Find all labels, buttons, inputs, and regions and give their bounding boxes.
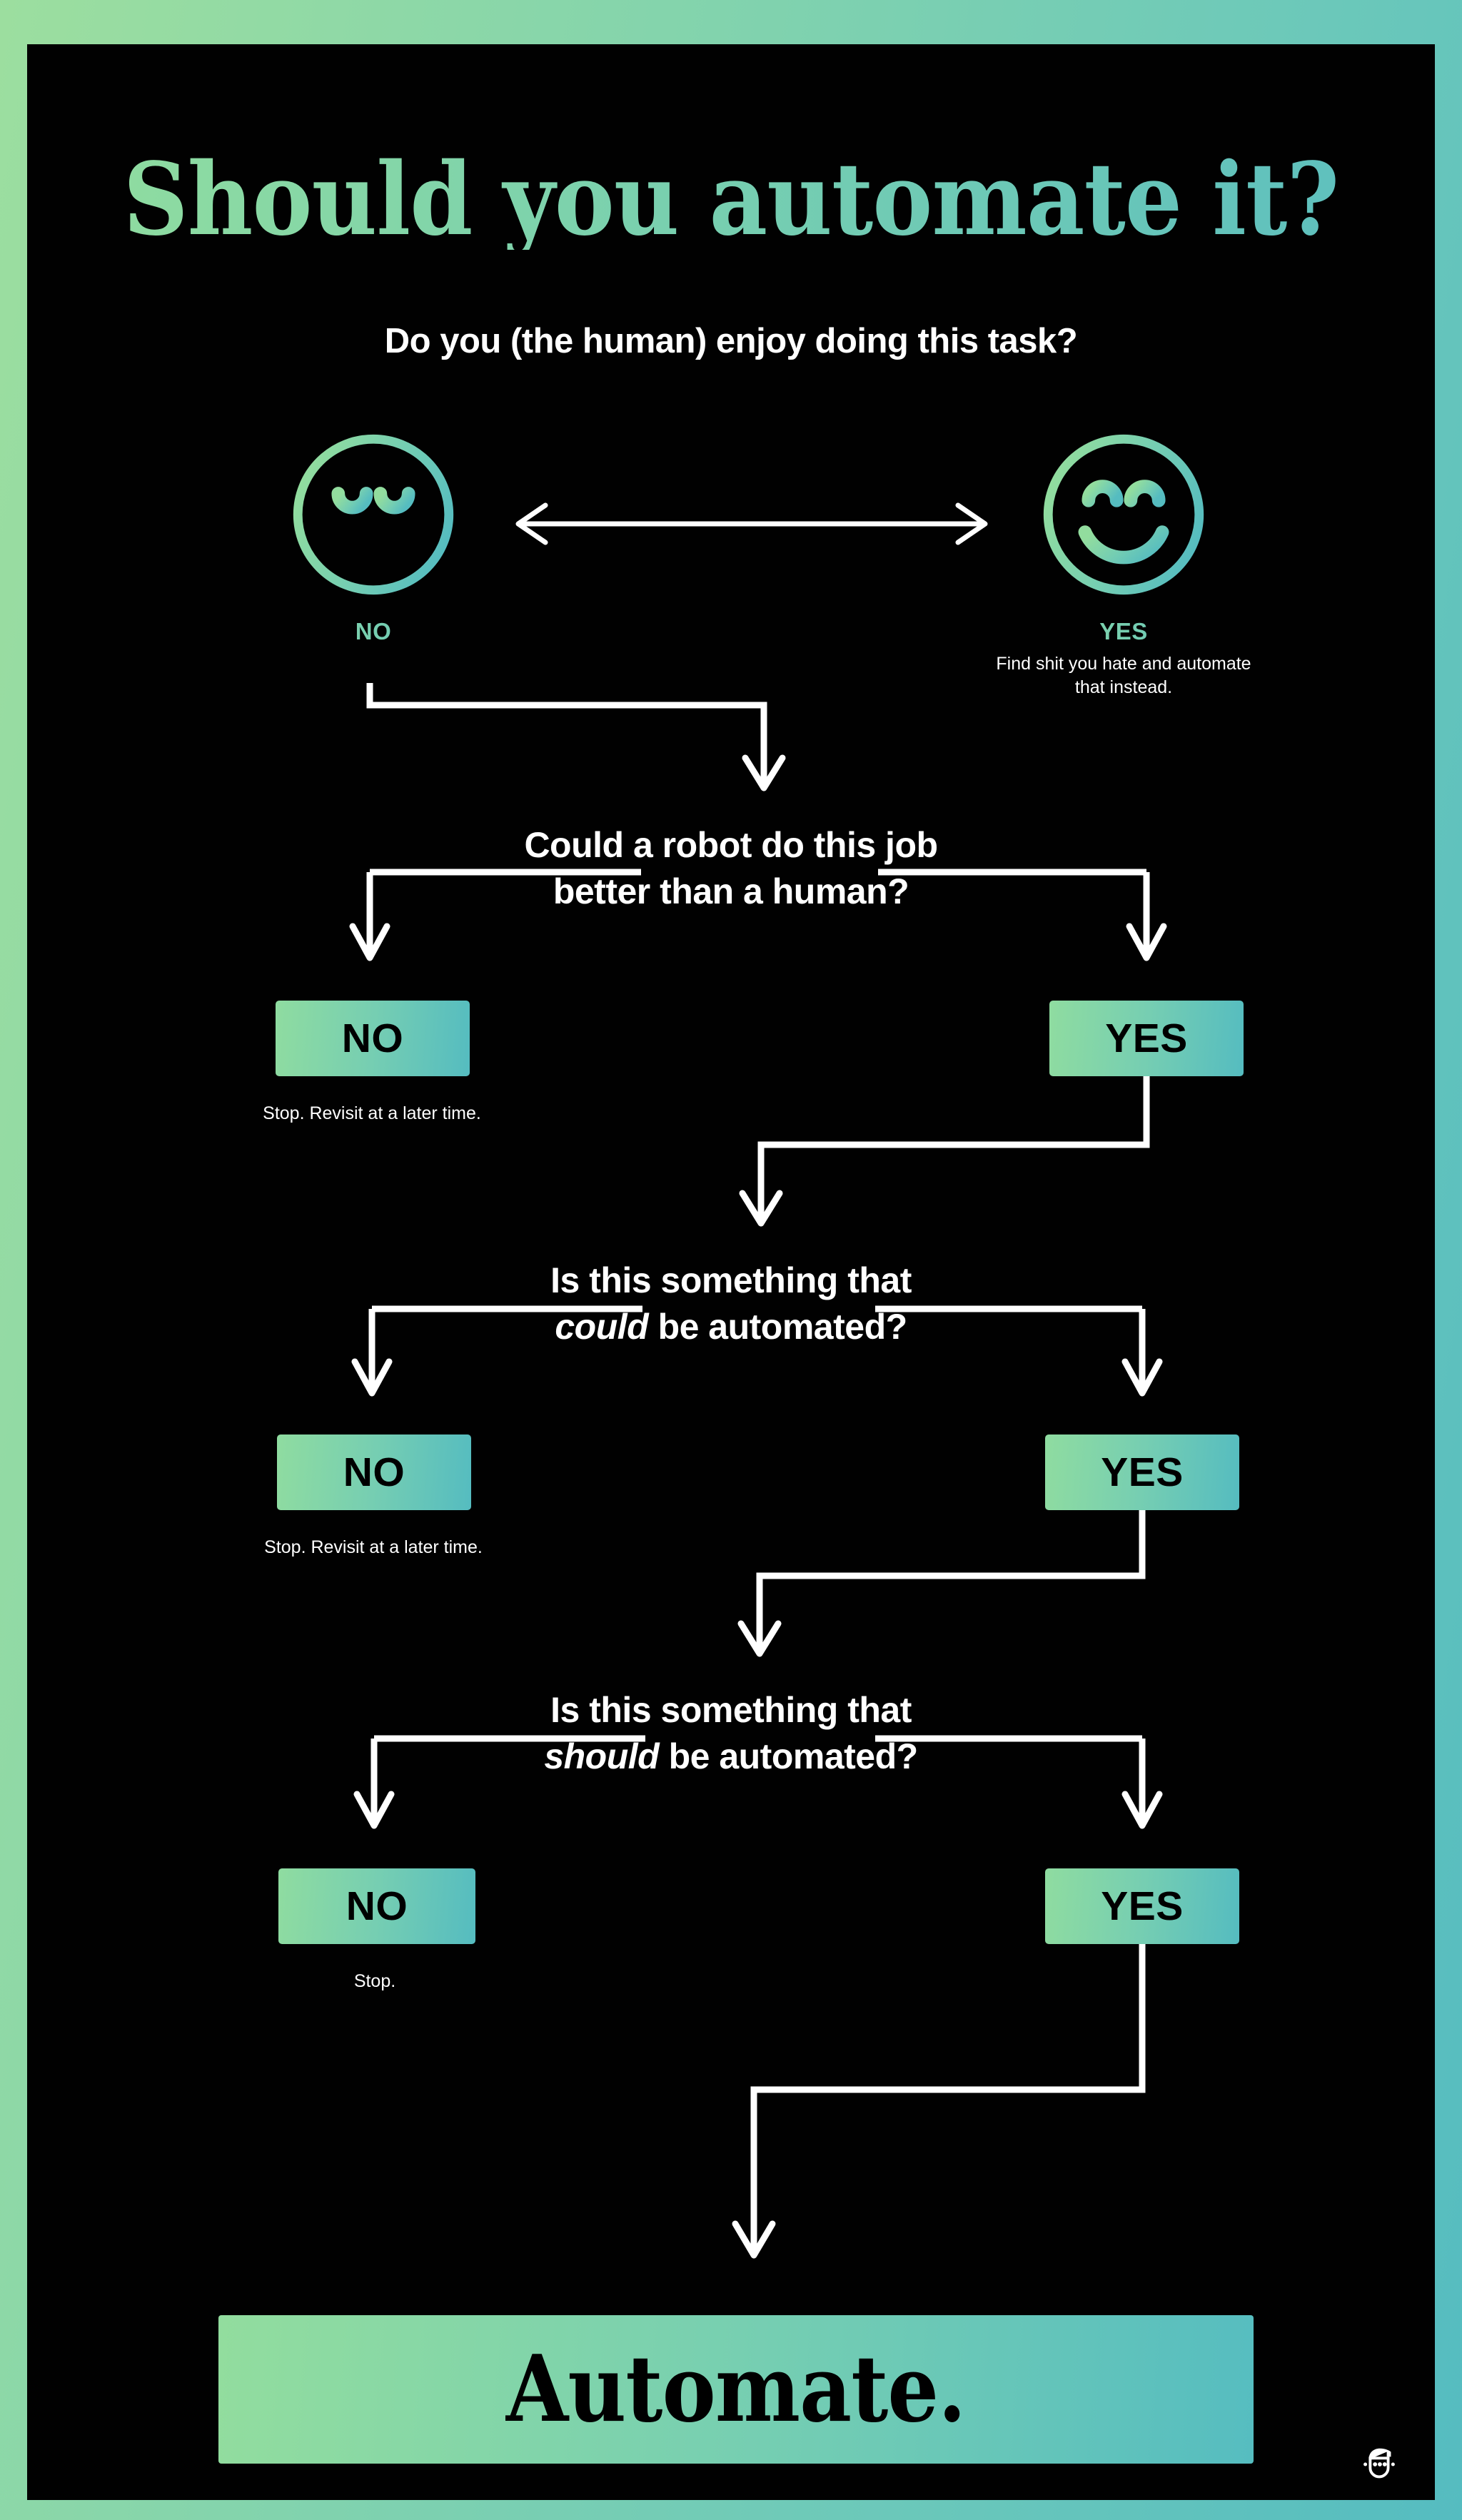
- q1-line2: better than a human?: [553, 871, 909, 911]
- enjoy-option-yes[interactable]: YES Find shit you hate and automate that…: [995, 427, 1252, 699]
- neutral-face-icon: [293, 434, 454, 595]
- q3-line2: should be automated?: [27, 1734, 1435, 1780]
- enjoy-no-label: NO: [245, 618, 502, 645]
- wire-yes3-to-automate: [732, 1944, 1146, 2259]
- q3-line2-post: be automated?: [659, 1736, 919, 1776]
- q1-answer-no[interactable]: NO: [276, 1001, 470, 1076]
- bidirectional-arrow-icon: [515, 502, 988, 545]
- q2-emphasis: could: [555, 1307, 649, 1347]
- q2-line2: could be automated?: [27, 1304, 1435, 1350]
- face-chat-logo: [1363, 2448, 1395, 2479]
- enjoy-yes-note: Find shit you hate and automate that ins…: [996, 654, 1251, 697]
- decision-question-3: Is this something that should be automat…: [27, 1687, 1435, 1780]
- q3-answer-no[interactable]: NO: [278, 1868, 475, 1944]
- q2-line1: Is this something that: [550, 1260, 912, 1300]
- enjoy-yes-label: YES: [995, 618, 1252, 645]
- wire-face-no-to-q1: [366, 683, 786, 791]
- smiling-face-icon: [1043, 434, 1204, 595]
- poster-content: Should you automate it? Do you (the huma…: [27, 44, 1435, 2500]
- q1-line1: Could a robot do this job: [524, 825, 938, 865]
- wire-yes1-to-q2: [739, 1076, 1150, 1227]
- q2-line2-post: be automated?: [648, 1307, 908, 1347]
- q2-answer-yes[interactable]: YES: [1045, 1434, 1239, 1510]
- decision-question-2: Is this something that could be automate…: [27, 1258, 1435, 1350]
- q3-answer-yes[interactable]: YES: [1045, 1868, 1239, 1944]
- intro-question: Do you (the human) enjoy doing this task…: [384, 322, 1078, 360]
- q1-answer-yes[interactable]: YES: [1049, 1001, 1244, 1076]
- q3-line1: Is this something that: [550, 1690, 912, 1730]
- q3-no-note: Stop.: [353, 1971, 396, 1991]
- outcome-banner[interactable]: Automate.: [218, 2315, 1254, 2464]
- q2-no-note: Stop. Revisit at a later time.: [264, 1537, 483, 1557]
- decision-question-1: Could a robot do this job better than a …: [27, 822, 1435, 915]
- q1-no-note: Stop. Revisit at a later time.: [263, 1103, 481, 1123]
- wire-yes2-to-q3: [737, 1510, 1146, 1657]
- q3-emphasis: should: [544, 1736, 660, 1776]
- enjoy-option-no[interactable]: NO: [245, 427, 502, 645]
- q2-answer-no[interactable]: NO: [277, 1434, 471, 1510]
- page-title: Should you automate it?: [98, 150, 1365, 250]
- outcome-label: Automate.: [506, 2336, 966, 2443]
